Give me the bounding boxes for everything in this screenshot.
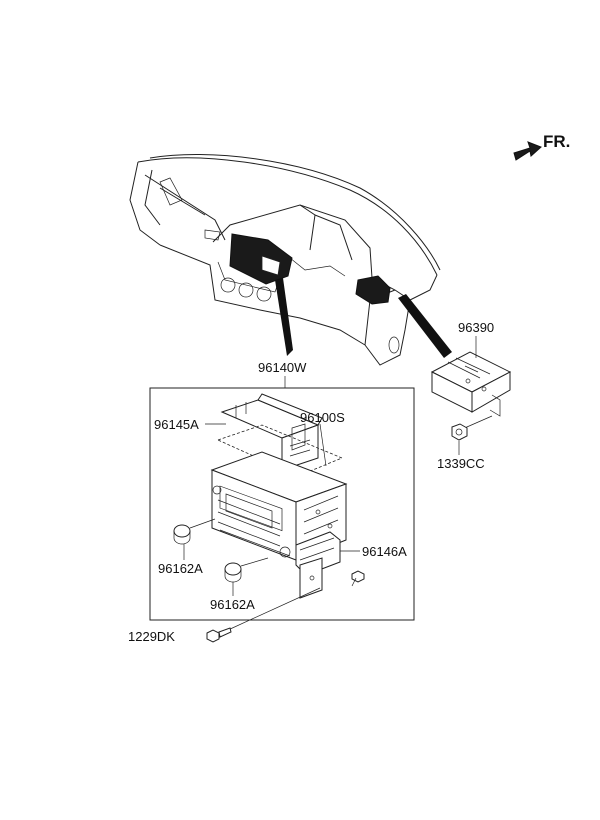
leader-band-amplifier (398, 294, 452, 358)
screw-icon (351, 570, 365, 587)
bolt-icon (206, 627, 232, 643)
part-label-1229DK: 1229DK (128, 629, 175, 644)
part-label-96100S: 96100S (300, 410, 345, 425)
part-label-96162A-bottom: 96162A (210, 597, 255, 612)
part-label-96146A: 96146A (362, 544, 407, 559)
lower-bracket-part (295, 531, 341, 599)
leader-1229DK (227, 587, 321, 631)
front-direction-arrow-icon (513, 141, 542, 161)
knob-left-icon (173, 524, 191, 545)
dashboard-illustration (129, 154, 441, 366)
shield-plate-part (216, 424, 344, 477)
assembly-box (149, 387, 415, 621)
knob-bottom-icon (224, 562, 242, 583)
leader-96162A-bottom-unit (240, 557, 269, 567)
amplifier-part (430, 351, 512, 417)
head-unit-part (210, 451, 348, 561)
part-label-96140W: 96140W (258, 360, 307, 375)
part-label-96145A: 96145A (154, 417, 199, 432)
part-label-96162A-left: 96162A (158, 561, 203, 576)
upper-bracket-part (220, 393, 323, 471)
nut-icon (451, 423, 468, 441)
part-label-96390: 96390 (458, 320, 494, 335)
leader-96162A-left-unit (189, 518, 216, 529)
front-direction-label: FR. (543, 132, 570, 151)
part-label-1339CC: 1339CC (437, 456, 485, 471)
leader-band-head-unit (275, 278, 293, 356)
leader-96100S (319, 423, 327, 467)
